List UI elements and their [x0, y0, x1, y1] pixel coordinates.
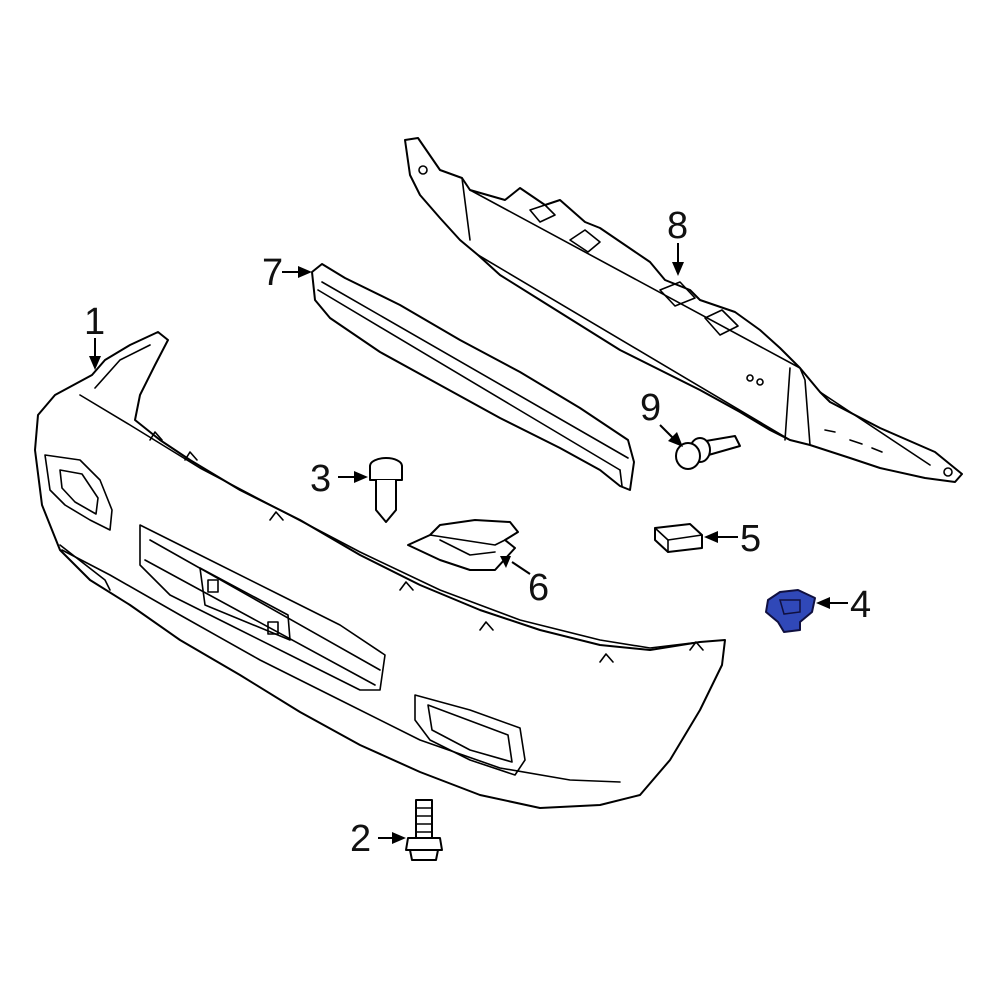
callout-8: 8 — [667, 205, 688, 247]
part-6-bracket[interactable] — [407, 519, 519, 571]
callout-9: 9 — [640, 387, 661, 429]
callout-6: 6 — [528, 567, 549, 609]
part-7-absorber[interactable] — [311, 263, 635, 491]
part-4-retainer[interactable] — [765, 589, 816, 633]
part-1-bumper-cover[interactable] — [34, 331, 726, 809]
callout-3: 3 — [310, 458, 331, 500]
part-5-pad[interactable] — [654, 523, 703, 553]
callout-1: 1 — [84, 301, 105, 343]
callout-5: 5 — [740, 518, 761, 560]
callout-7: 7 — [262, 252, 283, 294]
part-2-bolt[interactable] — [405, 799, 443, 861]
callout-labels: 1 2 3 4 5 6 7 8 9 — [84, 205, 871, 860]
leader-lines — [89, 243, 848, 844]
part-3-clip[interactable] — [369, 457, 403, 523]
callout-2: 2 — [350, 818, 371, 860]
part-8-reinforcement[interactable] — [404, 137, 963, 483]
part-9-bolt[interactable] — [675, 435, 741, 470]
callout-4: 4 — [850, 584, 871, 626]
